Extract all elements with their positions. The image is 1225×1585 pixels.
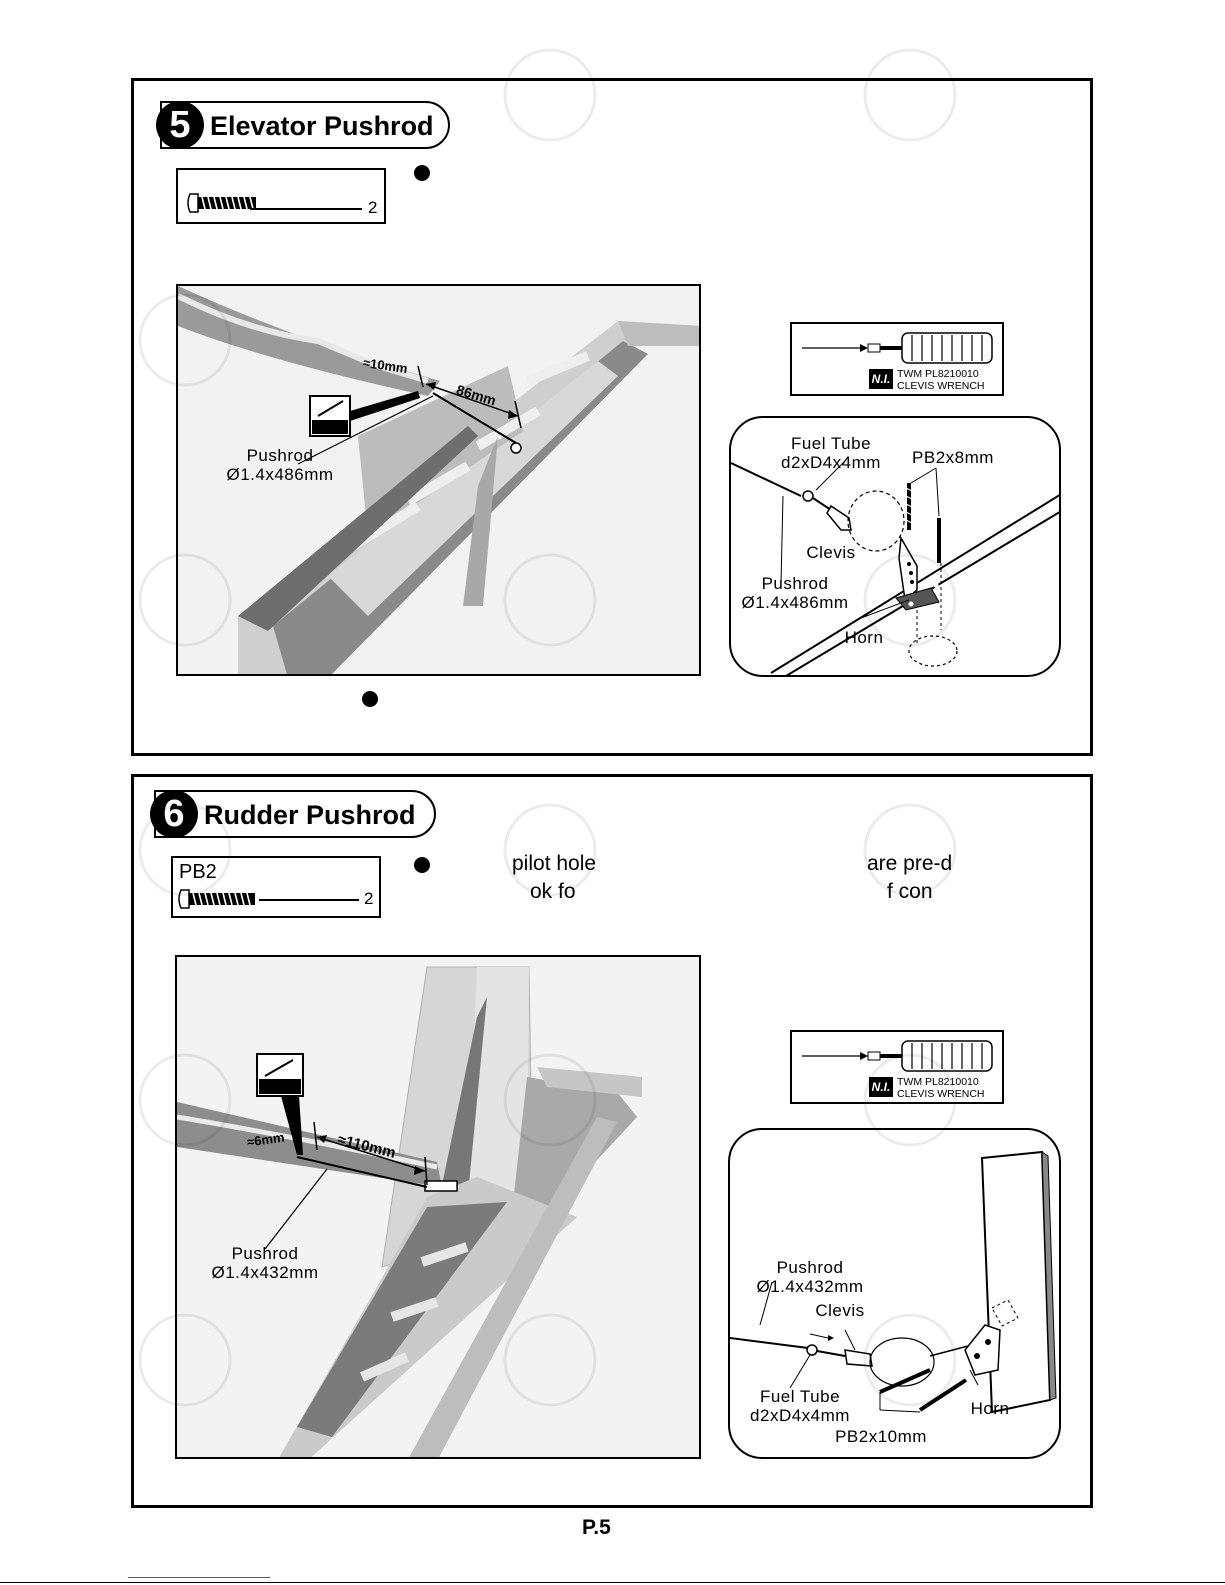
footer-link-line bbox=[128, 1577, 270, 1578]
pushrod-label: Pushrod Ø1.4x432mm bbox=[756, 1258, 864, 1296]
bullet bbox=[414, 857, 430, 873]
clevis-label: Clevis bbox=[806, 543, 856, 562]
elevator-horn-detail: Fuel Tube d2xD4x4mm PB2x8mm Clevis Pushr… bbox=[729, 416, 1061, 677]
tailplane-illustration bbox=[178, 286, 699, 674]
screw-icon bbox=[187, 193, 256, 213]
screwdriver-icon bbox=[802, 332, 993, 364]
instruction-fragment: are pre-d bbox=[867, 852, 953, 875]
horn-label: Horn bbox=[970, 1399, 1010, 1418]
clevis-wrench-tool: N.I. TWM PL8210010 CLEVIS WRENCH bbox=[790, 322, 1004, 396]
hardware-qty: 2 bbox=[368, 198, 378, 217]
pushrod-label: Pushrod Ø1.4x486mm bbox=[741, 574, 849, 612]
instruction-fragment: ok fo bbox=[530, 880, 576, 903]
page-bottom-rule bbox=[0, 1582, 1225, 1583]
rudder-photo: ≈6mm ≈110mm Pushrod Ø1.4x432mm bbox=[175, 955, 701, 1459]
clevis-wrench-tool: N.I. TWM PL8210010 CLEVIS WRENCH bbox=[790, 1030, 1004, 1104]
pushrod-label: Pushrod Ø1.4x432mm bbox=[211, 1244, 319, 1282]
step-6-rudder-pushrod: 6 Rudder Pushrod PB2 2 pilot hole are pr… bbox=[131, 774, 1093, 1508]
screwdriver-icon bbox=[802, 1040, 993, 1072]
clevis-label: Clevis bbox=[815, 1301, 865, 1320]
screw-label: PB2x10mm bbox=[835, 1427, 927, 1446]
instruction-fragment: pilot hole bbox=[512, 852, 597, 875]
elevator-photo: ≈10mm 86mm Pushrod Ø1.4x486mm bbox=[176, 284, 701, 676]
fin-stab-illustration bbox=[177, 957, 699, 1457]
hardware-name: PB2 bbox=[179, 861, 217, 883]
step-number: 6 bbox=[150, 790, 198, 838]
hardware-box: 2 bbox=[176, 168, 386, 224]
ni-badge: N.I. bbox=[869, 1077, 893, 1097]
page-number: P.5 bbox=[582, 1516, 611, 1539]
pushrod-label: Pushrod Ø1.4x486mm bbox=[226, 446, 334, 484]
horn-clevis-illustration bbox=[730, 1150, 1057, 1414]
hardware-box: PB2 2 bbox=[171, 856, 381, 918]
horn-label: Horn bbox=[844, 628, 884, 647]
ni-badge: N.I. bbox=[869, 369, 893, 389]
fuel-tube-label: Fuel Tube d2xD4x4mm bbox=[750, 1387, 850, 1425]
step-6-header: 6 Rudder Pushrod bbox=[150, 790, 436, 838]
fuel-tube-label: Fuel Tube d2xD4x4mm bbox=[781, 434, 881, 472]
step-5-header: 5 Elevator Pushrod bbox=[156, 101, 450, 149]
tool-text: TWM PL8210010 CLEVIS WRENCH bbox=[897, 368, 985, 392]
step-title: Elevator Pushrod bbox=[210, 111, 434, 141]
instruction-fragment: f con bbox=[887, 880, 933, 903]
bullet bbox=[414, 165, 430, 181]
rudder-horn-detail: Pushrod Ø1.4x432mm Clevis Fuel Tube d2xD… bbox=[728, 1128, 1061, 1459]
tool-text: TWM PL8210010 CLEVIS WRENCH bbox=[897, 1076, 985, 1100]
hardware-qty: 2 bbox=[364, 889, 374, 908]
step-title: Rudder Pushrod bbox=[204, 800, 416, 830]
bullet bbox=[362, 691, 378, 707]
screw-label: PB2x8mm bbox=[912, 448, 994, 467]
horn-clevis-illustration bbox=[731, 459, 1059, 675]
screw-icon bbox=[178, 889, 255, 909]
step-number: 5 bbox=[156, 101, 204, 149]
step-5-elevator-pushrod: 5 Elevator Pushrod 2 bbox=[131, 78, 1093, 756]
